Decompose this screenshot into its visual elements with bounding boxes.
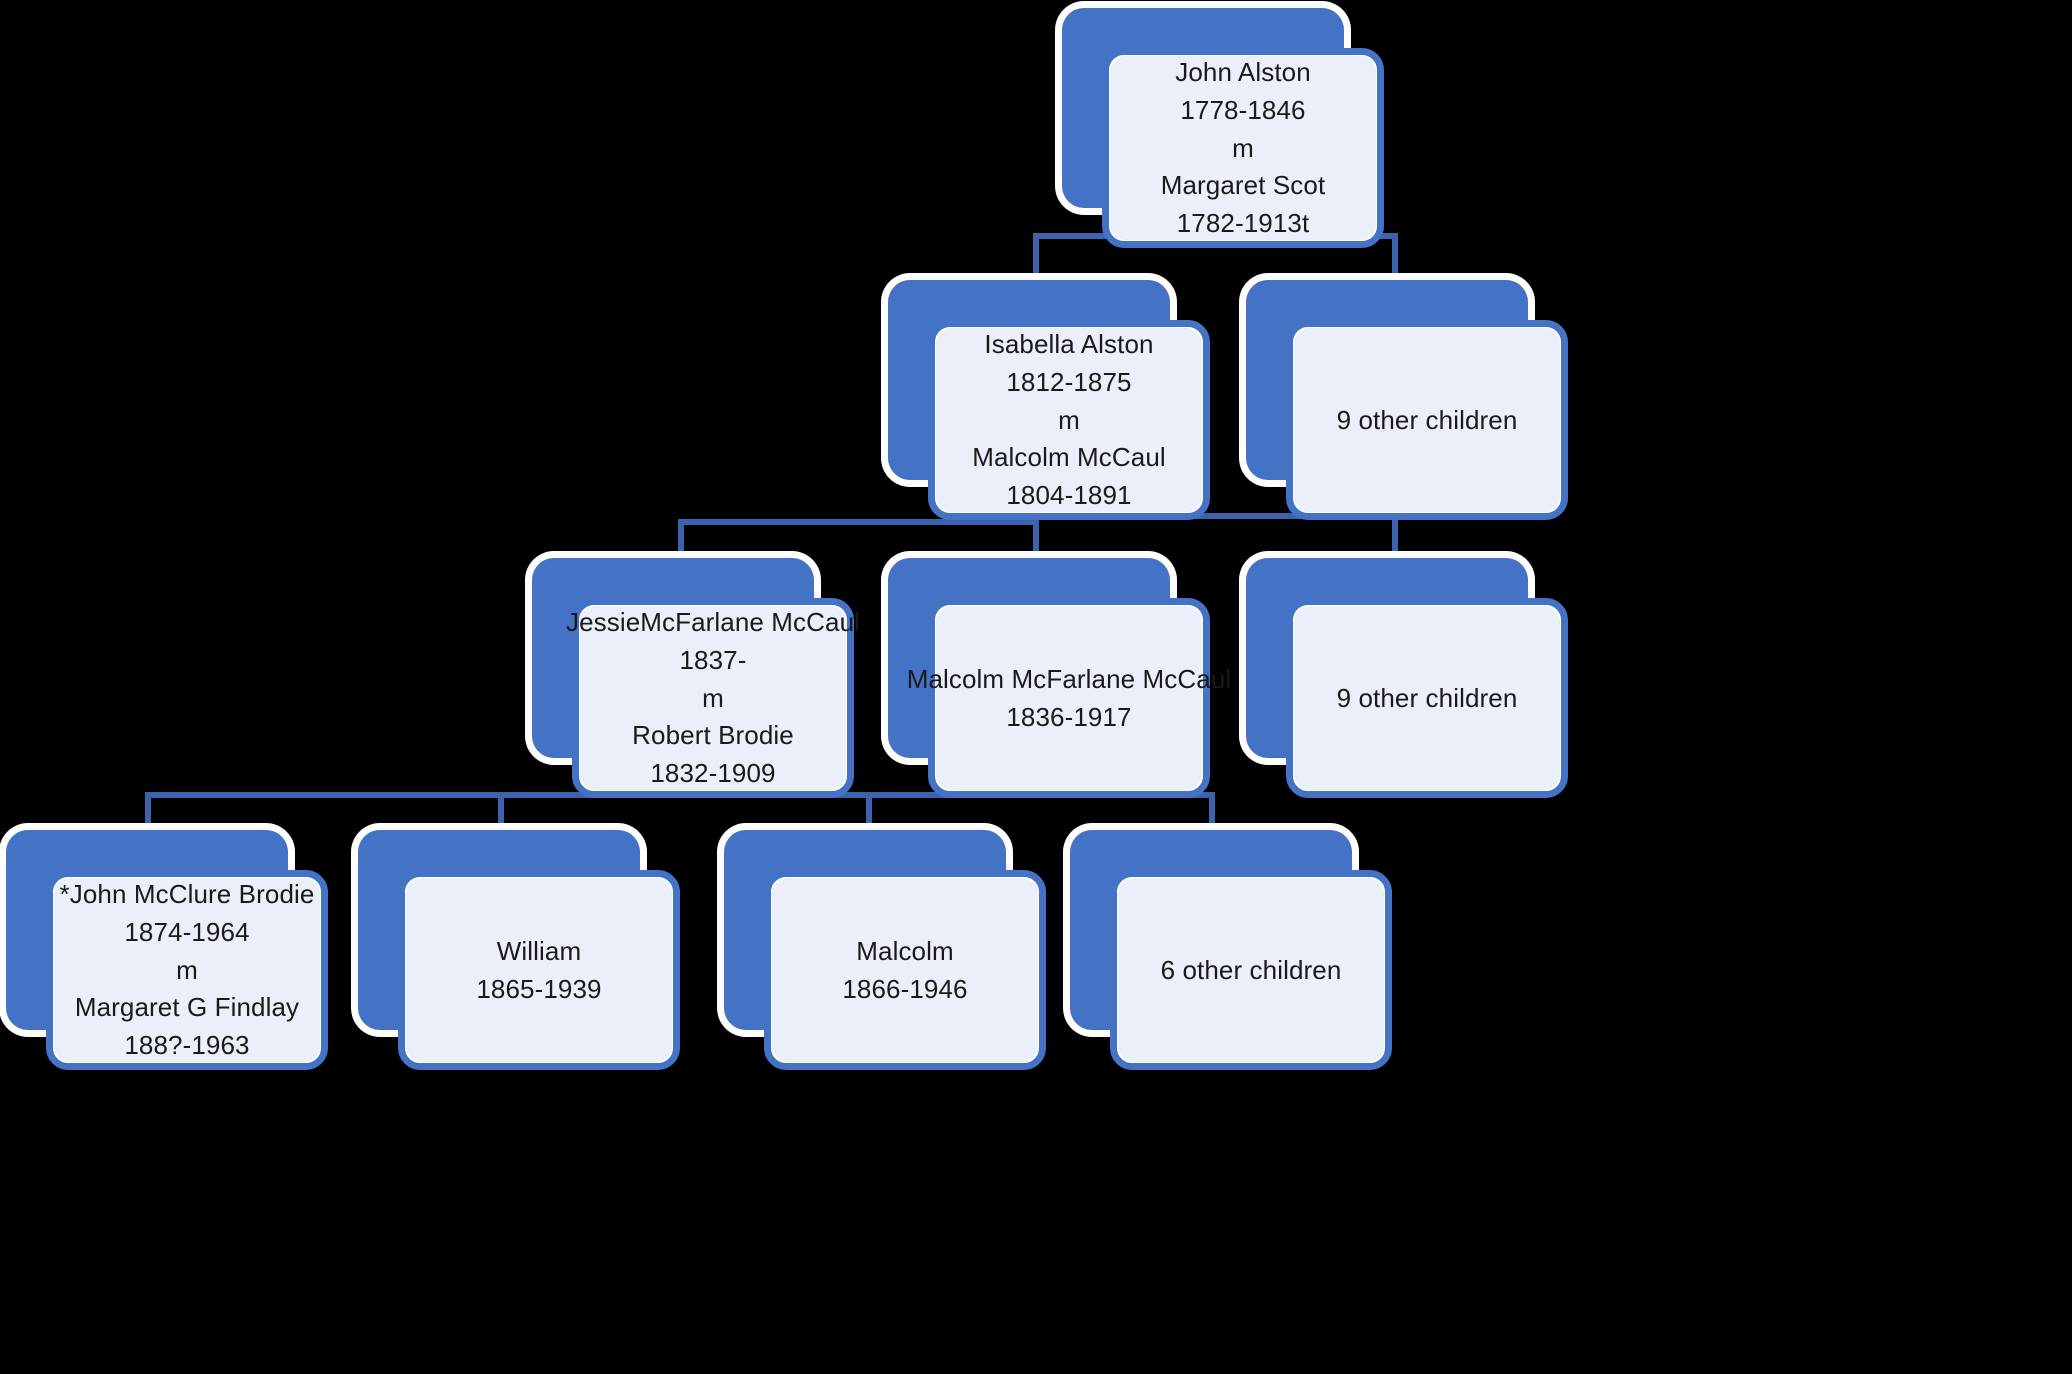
node-line-marriage: m: [176, 954, 198, 985]
node-line: John Alston: [1175, 57, 1311, 88]
node-text-malcolm-mcfarlane-mccaul: Malcolm McFarlane McCaul 1836-1917: [907, 606, 1231, 790]
connector-gen4-drop-malcolm: [866, 792, 872, 834]
connector-gen4-drop-others: [1209, 792, 1215, 834]
node-line: 1778-1846: [1180, 94, 1306, 125]
node-line: *John McClure Brodie: [59, 879, 315, 910]
node-text-gen4-other-children: 6 other children: [1118, 878, 1384, 1062]
node-line: 1832-1909: [650, 758, 776, 789]
node-text-john-mcclure-brodie: *John McClure Brodie 1874-1964 m Margare…: [54, 878, 320, 1062]
node-line: William: [496, 935, 582, 966]
node-gen4-other-children[interactable]: 6 other children: [1070, 830, 1392, 1070]
node-gen3-other-children[interactable]: 9 other children: [1246, 558, 1568, 798]
node-text-isabella-alston: Isabella Alston 1812-1875 m Malcolm McCa…: [936, 328, 1202, 512]
node-line: 1782-1913t: [1176, 208, 1310, 239]
node-line: 1804-1891: [1006, 480, 1132, 511]
node-text-william-brodie: William 1865-1939: [406, 878, 672, 1062]
connector-gen3-drop-malcolm: [1033, 519, 1039, 557]
node-line: 188?-1963: [124, 1030, 250, 1061]
node-text-gen2-other-children: 9 other children: [1294, 328, 1560, 512]
node-john-alston[interactable]: John Alston 1778-1846 m Margaret Scot 17…: [1062, 8, 1384, 248]
node-line: 1837-: [679, 644, 747, 675]
connector-gen2-drop-isabella: [1033, 233, 1039, 285]
connector-gen3-drop-jessie: [678, 519, 684, 557]
node-line: 1865-1939: [476, 973, 602, 1004]
node-text-gen3-other-children: 9 other children: [1294, 606, 1560, 790]
node-john-mcclure-brodie[interactable]: *John McClure Brodie 1874-1964 m Margare…: [6, 830, 328, 1070]
connector-gen4-drop-william: [498, 792, 504, 834]
node-line: Malcolm McCaul: [972, 442, 1166, 473]
node-line-marriage: m: [702, 682, 724, 713]
node-line: 1836-1917: [1006, 701, 1132, 732]
node-line: Malcolm: [856, 935, 954, 966]
connector-gen2-bus-right: [1033, 513, 1398, 519]
node-isabella-alston[interactable]: Isabella Alston 1812-1875 m Malcolm McCa…: [888, 280, 1210, 520]
connector-gen2-bus-left: [678, 519, 1039, 525]
node-line: Margaret G Findlay: [74, 992, 300, 1023]
node-line: Isabella Alston: [984, 329, 1154, 360]
node-line: Malcolm McFarlane McCaul: [906, 663, 1232, 694]
node-text-john-alston: John Alston 1778-1846 m Margaret Scot 17…: [1110, 56, 1376, 240]
node-line: Robert Brodie: [632, 720, 794, 751]
node-line: 1812-1875: [1006, 366, 1132, 397]
node-line: 9 other children: [1336, 682, 1518, 713]
node-line: Margaret Scot: [1160, 170, 1326, 201]
node-gen2-other-children[interactable]: 9 other children: [1246, 280, 1568, 520]
node-line-marriage: m: [1232, 132, 1254, 163]
node-line: 1874-1964: [124, 916, 250, 947]
node-line: 9 other children: [1336, 404, 1518, 435]
node-line-marriage: m: [1058, 404, 1080, 435]
connector-gen3-drop-others: [1392, 513, 1398, 557]
connector-gen4-drop-john: [145, 792, 151, 834]
node-line: 6 other children: [1160, 954, 1342, 985]
node-malcolm-brodie[interactable]: Malcolm 1866-1946: [724, 830, 1046, 1070]
node-line: 1866-1946: [842, 973, 968, 1004]
connector-gen2-drop-others: [1392, 233, 1398, 285]
node-william-brodie[interactable]: William 1865-1939: [358, 830, 680, 1070]
node-malcolm-mcfarlane-mccaul[interactable]: Malcolm McFarlane McCaul 1836-1917: [888, 558, 1231, 798]
node-jessie-mcfarlane-mccaul[interactable]: JessieMcFarlane McCaul 1837- m Robert Br…: [532, 558, 860, 798]
node-text-malcolm-brodie: Malcolm 1866-1946: [772, 878, 1038, 1062]
node-line: JessieMcFarlane McCaul: [565, 607, 861, 638]
node-text-jessie-mcfarlane-mccaul: JessieMcFarlane McCaul 1837- m Robert Br…: [566, 606, 860, 790]
